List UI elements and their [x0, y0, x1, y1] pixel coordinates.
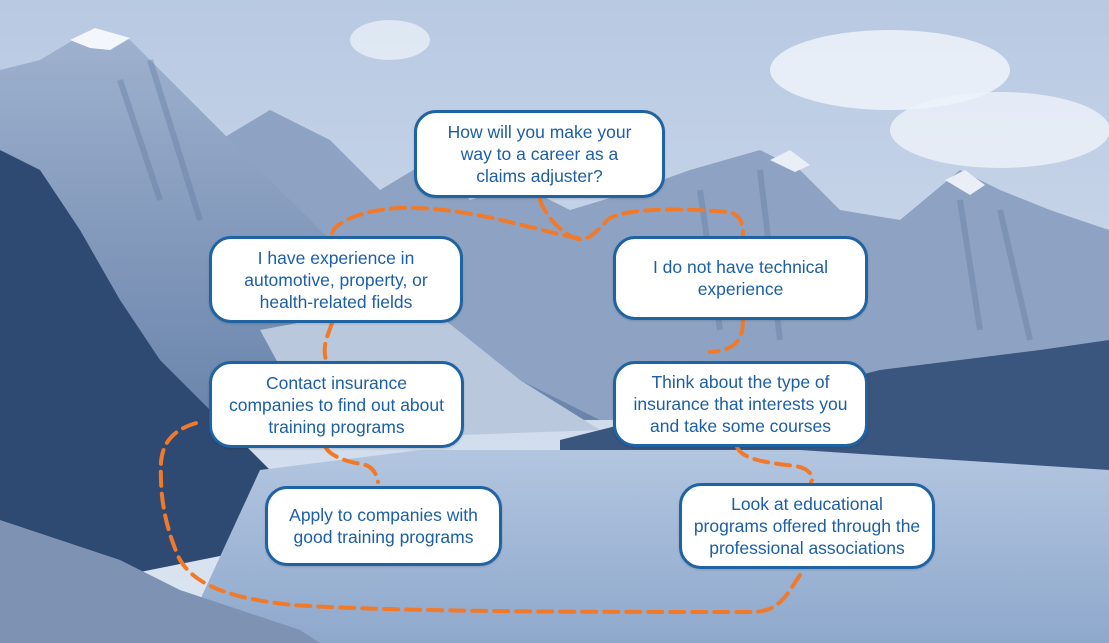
snow-cap: [770, 150, 810, 172]
apply-companies-text: Apply to companies with good training pr…: [289, 505, 478, 547]
question-text: How will you make your way to a career a…: [447, 122, 632, 186]
no-experience-node: I do not have technical experience: [613, 236, 868, 320]
experience-node: I have experience in automotive, propert…: [209, 236, 463, 323]
think-insurance-node: Think about the type of insurance that i…: [613, 361, 868, 447]
snow-cap: [945, 170, 985, 195]
cloud: [770, 30, 1010, 110]
cloud: [350, 20, 430, 60]
contact-companies-node: Contact insurance companies to find out …: [209, 361, 464, 448]
shore-rocks: [0, 520, 320, 643]
no-experience-text: I do not have technical experience: [652, 257, 829, 299]
educational-programs-node: Look at educational programs offered thr…: [679, 483, 935, 569]
educational-programs-text: Look at educational programs offered thr…: [693, 494, 921, 558]
cloud: [890, 92, 1109, 168]
snow-cap: [70, 28, 130, 50]
left-mountain: [0, 30, 600, 420]
forest-left: [0, 150, 300, 600]
dashed-route: [158, 198, 815, 615]
contact-companies-text: Contact insurance companies to find out …: [228, 372, 444, 437]
think-insurance-text: Think about the type of insurance that i…: [633, 372, 848, 436]
apply-companies-node: Apply to companies with good training pr…: [265, 486, 502, 566]
question-node: How will you make your way to a career a…: [414, 110, 665, 198]
experience-text: I have experience in automotive, propert…: [244, 247, 428, 312]
